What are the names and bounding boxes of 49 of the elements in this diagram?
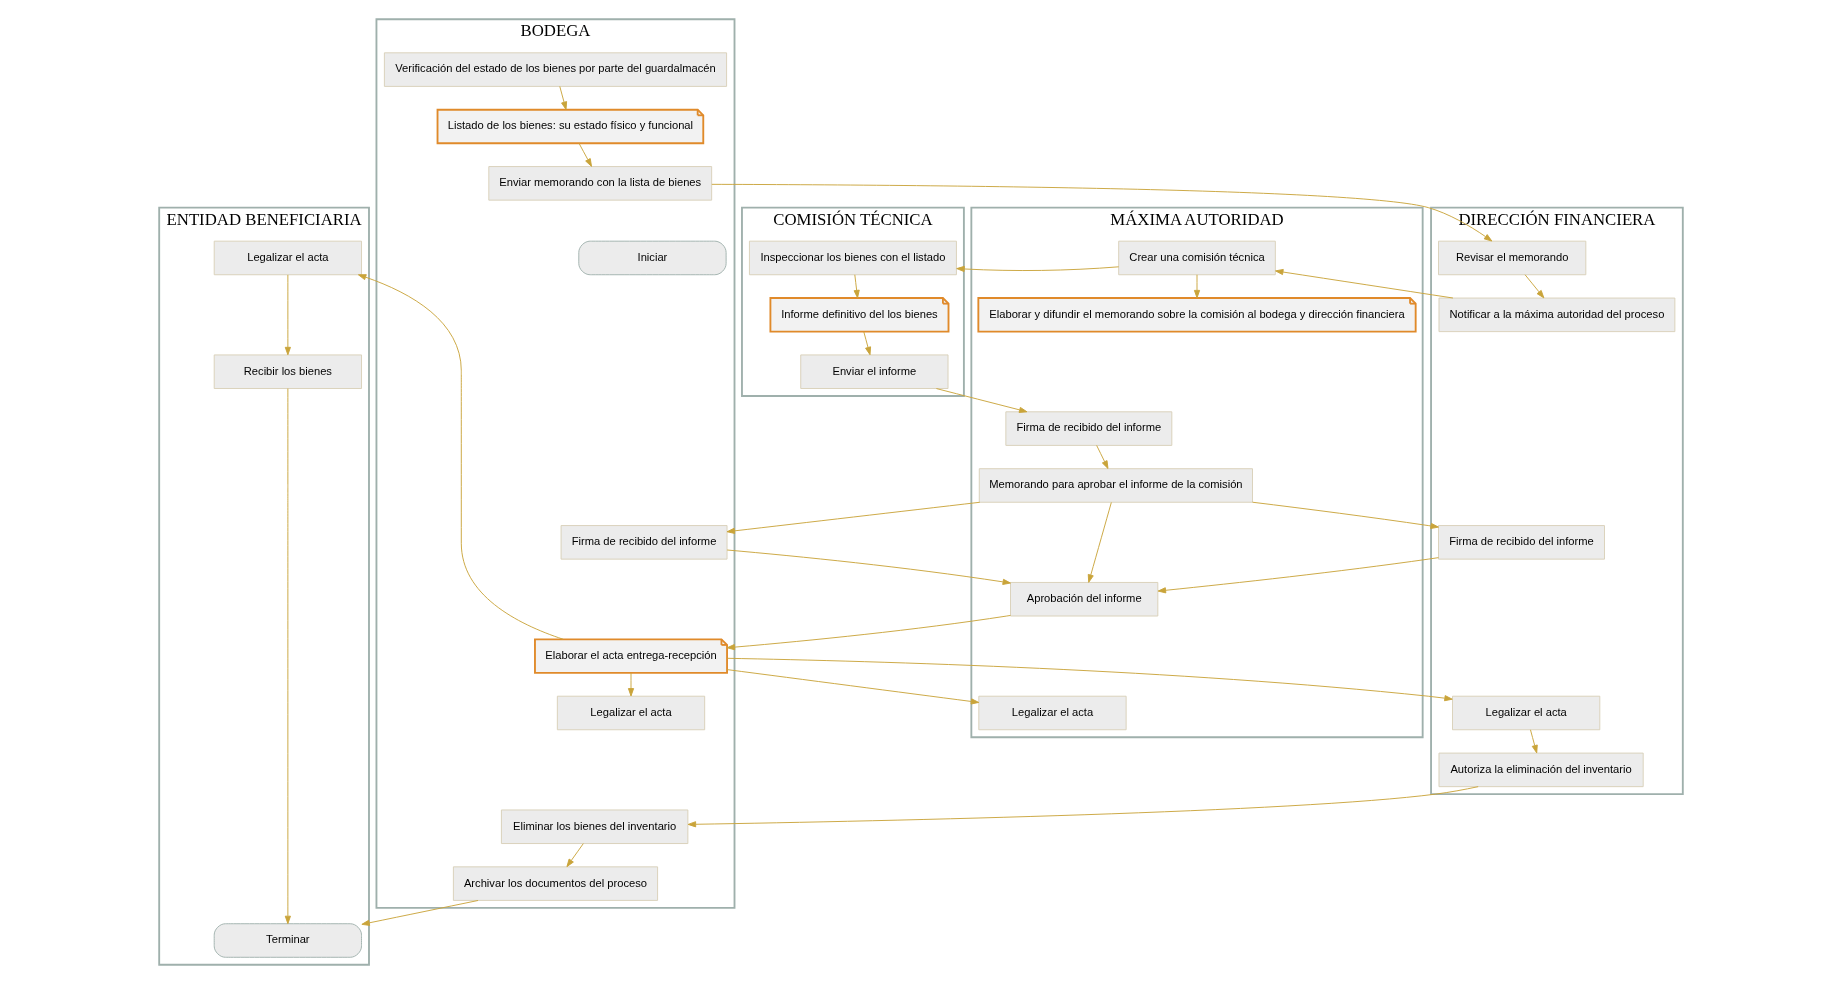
node-box: Legalizar el acta: [213, 240, 362, 276]
node-box: Legalizar el acta: [1451, 695, 1600, 731]
arrow: [726, 669, 979, 705]
arrow: [1251, 501, 1439, 530]
arrow: [935, 388, 1027, 413]
node-box: Legalizar el acta: [556, 695, 705, 731]
arrow: [284, 388, 291, 925]
node-box: Inspeccionar los bienes con el listado: [748, 240, 957, 276]
node-box: Autoriza la eliminación del inventario: [1438, 752, 1644, 788]
arrow: [1157, 557, 1439, 594]
arrow: [726, 549, 1011, 585]
node-box: Archivar los documentos del proceso: [452, 866, 658, 901]
node-box: Recibir los bienes: [213, 354, 362, 389]
arrow: [1095, 444, 1108, 469]
node-box: Enviar el informe: [799, 354, 948, 389]
node-box: Enviar memorando con la lista de bienes: [487, 166, 712, 201]
arrow: [726, 501, 980, 534]
arrow: [1524, 274, 1544, 299]
node-box: Firma de recibido del informe: [1004, 411, 1172, 446]
node-box: Terminar: [213, 923, 362, 958]
arrow: [726, 657, 1453, 702]
node-box: Revisar el memorando: [1437, 240, 1586, 276]
node-box: Notificar a la máxima autoridad del proceso: [1438, 297, 1675, 333]
arrow: [1274, 268, 1453, 299]
node-box: Eliminar los bienes del inventario: [500, 809, 688, 844]
arrow: [627, 672, 634, 697]
node-box: Firma de recibido del informe: [560, 525, 727, 560]
arrow: [726, 614, 1011, 651]
arrow: [862, 331, 871, 356]
arrow: [853, 274, 860, 299]
node-box: Crear una comisión técnica: [1117, 240, 1276, 276]
arrow: [710, 183, 1492, 242]
arrow: [1529, 729, 1538, 754]
arrow: [360, 900, 479, 926]
arrow: [687, 786, 1479, 828]
node-box: Iniciar: [577, 240, 727, 276]
arrow: [558, 86, 567, 110]
arrow: [955, 265, 1119, 273]
arrow: [1087, 501, 1112, 583]
arrow: [565, 843, 584, 868]
arrow: [1193, 274, 1200, 299]
arrow: [578, 142, 592, 167]
arrow: [357, 274, 564, 640]
node-box: Memorando para aprobar el informe de la comisión: [978, 468, 1253, 503]
node-box: Verificación del estado de los bienes por parte del guardalmacén: [383, 52, 727, 87]
node-box: Aprobación del informe: [1009, 582, 1158, 617]
node-box: Legalizar el acta: [977, 695, 1127, 731]
arrow: [284, 274, 291, 356]
node-box: Firma de recibido del informe: [1437, 525, 1605, 560]
